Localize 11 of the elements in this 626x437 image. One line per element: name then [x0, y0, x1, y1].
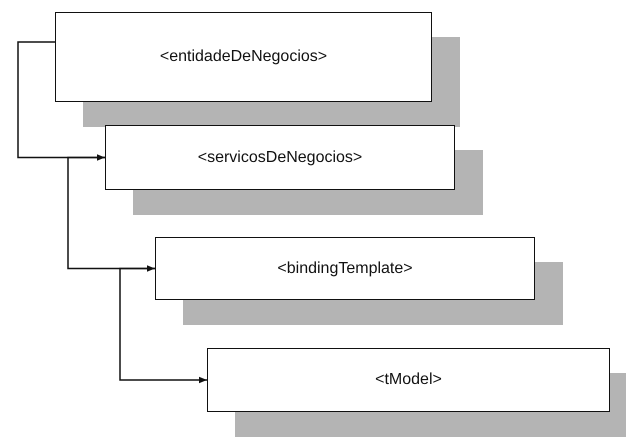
connector-arrow	[17, 41, 105, 161]
element-box	[155, 237, 535, 300]
connector-arrow	[67, 156, 155, 272]
element-box	[207, 348, 610, 412]
element-box	[105, 125, 455, 190]
element-box	[55, 12, 432, 102]
element-tag: <entidadeDeNegocios>	[160, 48, 328, 66]
element-tag: <bindingTemplate>	[277, 260, 413, 278]
connector-arrow	[119, 268, 207, 384]
element-tag: <servicosDeNegocios>	[198, 148, 362, 166]
element-tag: <tModel>	[375, 371, 442, 389]
